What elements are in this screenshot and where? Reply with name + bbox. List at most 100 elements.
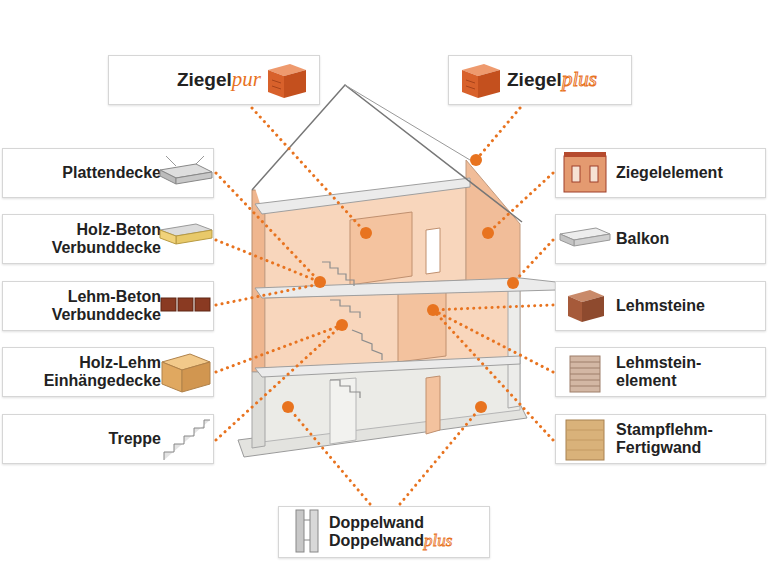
house-structure bbox=[238, 85, 556, 457]
text-line: Lehmstein- element bbox=[616, 354, 762, 390]
label-text-group: Holz-Lehm Einhängedecke bbox=[17, 348, 161, 396]
label-box: Ziegelelement bbox=[555, 148, 766, 198]
text-line: Stampflehm- Fertigwand bbox=[616, 421, 762, 457]
leader-line bbox=[513, 240, 553, 283]
house-structure bbox=[466, 160, 520, 284]
slab-icon bbox=[160, 156, 610, 246]
wood-icon bbox=[162, 354, 604, 460]
label-text: Ziegel bbox=[177, 69, 232, 90]
label-text: Stampflehm- Fertigwand bbox=[616, 421, 713, 456]
label-text-group: Ziegelpur bbox=[149, 56, 261, 104]
label-text: Treppe bbox=[109, 430, 161, 447]
text-line: Holz-Lehm Einhängedecke bbox=[17, 354, 161, 390]
house-structure bbox=[398, 288, 446, 362]
label-text-group: Stampflehm- Fertigwand bbox=[616, 415, 762, 463]
label-text: Doppelwand bbox=[329, 532, 424, 549]
label-text: Lehm-Beton Verbunddecke bbox=[52, 288, 161, 323]
label-text: Holz-Beton Verbunddecke bbox=[52, 221, 161, 256]
leader-line bbox=[288, 407, 370, 504]
label-text-group: Ziegelelement bbox=[616, 149, 762, 197]
leader-line bbox=[216, 284, 320, 305]
marker-dot bbox=[336, 319, 348, 331]
label-text: Lehmstein- element bbox=[616, 354, 701, 389]
label-text-group: Holz-Beton Verbunddecke bbox=[17, 215, 161, 263]
label-box: Lehm-Beton Verbunddecke bbox=[2, 281, 214, 331]
label-box: Holz-Lehm Einhängedecke bbox=[2, 347, 214, 397]
text-line: Treppe bbox=[109, 430, 161, 448]
text-line: Lehm-Beton Verbunddecke bbox=[17, 288, 161, 324]
leader-line bbox=[216, 240, 320, 282]
label-text: Ziegelelement bbox=[616, 164, 723, 181]
label-box: Treppe bbox=[2, 414, 214, 464]
leader-line bbox=[433, 310, 553, 440]
text-line: Ziegelpur bbox=[177, 70, 261, 90]
text-line: Balkon bbox=[616, 230, 669, 248]
marker-dot bbox=[507, 277, 519, 289]
label-text-group: Lehmstein- element bbox=[616, 348, 762, 396]
label-text: Lehmsteine bbox=[616, 297, 705, 314]
text-line: Ziegelplus bbox=[507, 70, 597, 90]
label-box: Ziegelplus bbox=[448, 55, 632, 105]
house-structure bbox=[350, 212, 412, 285]
house-structure bbox=[330, 378, 356, 444]
house-structure bbox=[426, 228, 440, 274]
marker-dot bbox=[282, 401, 294, 413]
label-text: Doppelwand bbox=[329, 514, 424, 531]
label-text-group: Lehm-Beton Verbunddecke bbox=[17, 282, 161, 330]
label-text-group: Plattendecke bbox=[17, 149, 161, 197]
label-text-group: Ziegelplus bbox=[507, 56, 627, 104]
label-text-group: Balkon bbox=[616, 215, 762, 263]
text-line: Holz-Beton Verbunddecke bbox=[17, 221, 161, 257]
leader-line bbox=[476, 108, 520, 160]
label-text: plus bbox=[424, 531, 452, 550]
clay-block-icon bbox=[161, 290, 604, 392]
label-box: Balkon bbox=[555, 214, 766, 264]
house-structure bbox=[255, 356, 520, 377]
house-structure bbox=[426, 376, 440, 434]
leader-line bbox=[216, 325, 342, 372]
leader-line bbox=[216, 173, 320, 282]
marker-dot bbox=[470, 154, 482, 166]
leader-line bbox=[216, 325, 342, 440]
label-box: Plattendecke bbox=[2, 148, 214, 198]
marker-dot bbox=[482, 227, 494, 239]
label-box: Stampflehm- Fertigwand bbox=[555, 414, 766, 464]
leader-line bbox=[400, 407, 481, 504]
staircase bbox=[322, 262, 354, 286]
label-text: pur bbox=[232, 67, 261, 91]
leader-line bbox=[433, 305, 553, 310]
label-box: DoppelwandDoppelwandplus bbox=[278, 506, 490, 558]
text-line: Doppelwand bbox=[329, 514, 424, 532]
label-box: Holz-Beton Verbunddecke bbox=[2, 214, 214, 264]
label-box: Ziegelpur bbox=[108, 55, 320, 105]
label-text: plus bbox=[562, 67, 597, 91]
label-text: Balkon bbox=[616, 230, 669, 247]
label-box: Lehmsteine bbox=[555, 281, 766, 331]
marker-dot bbox=[427, 304, 439, 316]
label-text-group: DoppelwandDoppelwandplus bbox=[329, 507, 485, 557]
house-structure bbox=[252, 372, 265, 448]
label-text-group: Lehmsteine bbox=[616, 282, 762, 330]
leader-line bbox=[216, 108, 553, 504]
marker-dot bbox=[314, 276, 326, 288]
label-text: Holz-Lehm Einhängedecke bbox=[44, 354, 161, 389]
leader-line bbox=[433, 310, 553, 372]
text-line: Plattendecke bbox=[62, 164, 161, 182]
leader-line bbox=[488, 173, 553, 233]
staircase bbox=[330, 380, 360, 398]
text-line: Ziegelelement bbox=[616, 164, 723, 182]
text-line: Lehmsteine bbox=[616, 297, 705, 315]
label-text-group: Treppe bbox=[17, 415, 161, 463]
marker-dot bbox=[360, 227, 372, 239]
marker-dot bbox=[282, 154, 519, 413]
text-line: Doppelwandplus bbox=[329, 532, 452, 550]
staircase bbox=[330, 300, 360, 318]
label-text: Ziegel bbox=[507, 69, 562, 90]
house-structure bbox=[265, 290, 520, 368]
leader-line bbox=[252, 108, 366, 233]
label-box: Lehmstein- element bbox=[555, 347, 766, 397]
label-text: Plattendecke bbox=[62, 164, 161, 181]
marker-dot bbox=[475, 401, 487, 413]
staircase bbox=[352, 330, 382, 360]
